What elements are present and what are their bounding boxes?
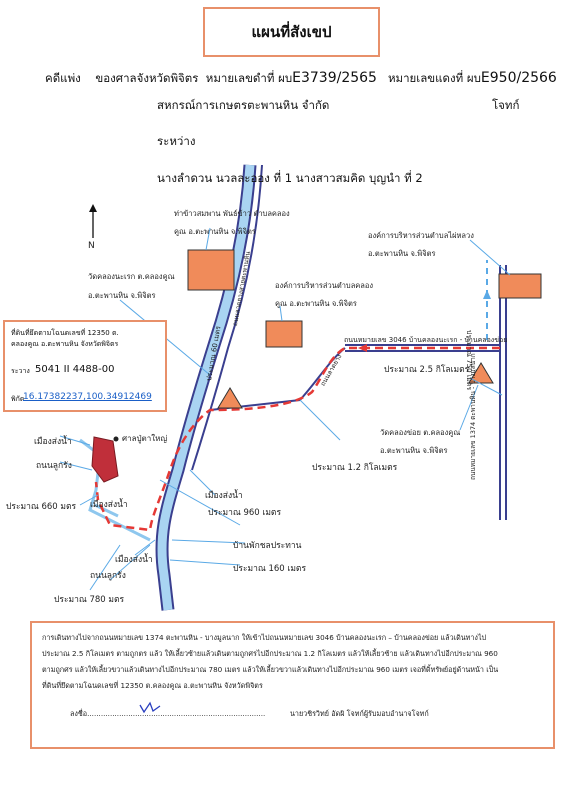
- sao-office-label-2: คูณ อ.ตะพานหิน จ.พิจิตร: [275, 299, 357, 308]
- signature: [139, 701, 161, 714]
- sao-right-label: องค์การบริหารส่วนตำบลไผ่หลวง: [368, 231, 474, 240]
- sao-right-building: [498, 273, 542, 299]
- canal-label-bottom-b: เมืองส่งน้ำ: [115, 555, 153, 565]
- distance-780m: ประมาณ 780 มตร: [54, 595, 125, 605]
- zone-label: ระวาง: [11, 367, 30, 375]
- temple-label: วัดคลองนะเรก ต.คลองคูณ: [88, 272, 175, 281]
- location-line: คลองคูณ อ.ตะพานหิน จังหวัดพิจิตร: [11, 340, 119, 348]
- temple-left-icon: [217, 387, 243, 409]
- sign-line: ลงชื่อ..................................…: [70, 709, 266, 718]
- village-label: บ้านพักชลประทาน: [233, 541, 302, 551]
- rice-mill-label: ท่าข้าวสมพาน พันธ์ข้าว ตำบลคลอง: [174, 209, 290, 218]
- court-name: ของศาลจังหวัดพิจิตร: [95, 71, 199, 85]
- canal-label-bottom-a: ถนนลูกรัง: [90, 571, 126, 581]
- map-title: แผนที่สังเขป: [203, 7, 380, 57]
- distance-2-5km: ประมาณ 2.5 กิโลเมตร: [384, 365, 470, 375]
- canal-label-mid: เมืองส่งน้ำ: [90, 500, 128, 510]
- road-3046-label: ถนนหมายเลข 3046 บ้านคลองนะเรก - บ้านคลอง…: [344, 336, 508, 344]
- red-no: E950/2566: [480, 70, 557, 86]
- defendants: นางลำดวน นวลละออง ที่ 1 นางสาวสมคิด บุญน…: [157, 171, 423, 185]
- route-arrow-left: [358, 344, 367, 352]
- deed-line: ที่ดินที่ยึดตามโฉนดเลขที่ 12350 ต.: [11, 329, 119, 337]
- red-no-label: หมายเลขแดงที่ ผบ: [387, 71, 481, 85]
- asphalt-road: [191, 164, 263, 471]
- plaintiff: สหกรณ์การเกษตรตะพานหิน จำกัด: [157, 98, 330, 112]
- directions-line-3: ตามถูกศร แล้วให้เลี้ยวขวาแล้วเดินทางไปอี…: [42, 665, 499, 674]
- sao-right-label-2: อ.ตะพานหิน จ.พิจิตร: [368, 249, 436, 258]
- sao-office-label: องค์การบริหารส่วนตำบลคลอง: [275, 281, 374, 290]
- temple-right-label-2: อ.ตะพานหิน จ.พิจิตร: [380, 446, 448, 455]
- sao-office-building: [265, 320, 303, 348]
- map-title-text: แผนที่สังเขป: [251, 23, 332, 41]
- land-info-box: ที่ดินที่ยึดตามโฉนดเลขที่ 12350 ต. คลองค…: [3, 320, 167, 412]
- distance-960m: ประมาณ 960 เมตร: [208, 508, 282, 518]
- temple-right-icon: [468, 362, 494, 384]
- black-no-label: หมายเลขดำที่ ผบ: [205, 71, 293, 85]
- canal-label-left-mid: ถนนลูกรัง: [36, 461, 72, 471]
- route-arrow-up: [483, 290, 491, 299]
- coord-link[interactable]: 16.17382237,100.34912469: [23, 392, 152, 402]
- signer-name: นายวชิรวิทย์ อัดผิ โจทก์ผู้รับมอบอำนาจโจ…: [290, 709, 429, 718]
- directions-box: การเดินทางไปจากถนนหมายเลข 1374 ตะพานหิน …: [30, 621, 555, 749]
- directions-line-4: ที่ดินที่ยึดตามโฉนดเลขที่ 12350 ต.คลองคู…: [42, 681, 263, 690]
- black-no: E3739/2565: [292, 70, 377, 86]
- temple-label-2: อ.ตะพานหิน จ.พิจิตร: [88, 291, 156, 300]
- plaintiff-role: โจทก์: [492, 98, 520, 112]
- distance-160m: ประมาณ 160 เมตร: [233, 564, 307, 574]
- directions-line-1: การเดินทางไปจากถนนหมายเลข 1374 ตะพานหิน …: [42, 633, 487, 642]
- north-label: N: [88, 241, 95, 251]
- canal-label-left-top: เมืองส่งน้ำ: [34, 437, 72, 447]
- distance-1-2km: ประมาณ 1.2 กิโลเมตร: [312, 463, 398, 473]
- rice-mill-label-2: คูณ อ.ตะพานหิน จ.พิจิตร: [174, 227, 256, 236]
- target-plot: [91, 436, 119, 483]
- coord-label: พิกัด: [11, 395, 25, 403]
- case-prefix: คดีแพ่ง: [45, 71, 81, 85]
- shrine-label: ศาลปู่ตาใหญ่: [122, 434, 168, 443]
- canal-label-center: เมืองส่งน้ำ: [205, 491, 243, 501]
- temple-right-label: วัดคลองข่อย ต.คลองคูณ: [380, 428, 461, 437]
- zone-value: 5041 II 4488-00: [35, 364, 115, 375]
- distance-750m: ประมาณ 750 เมตร: [465, 330, 473, 391]
- distance-660m: ประมาณ 660 มตร: [6, 502, 77, 512]
- rice-mill-building: [187, 249, 235, 291]
- directions-line-2: ประมาณ 2.5 กิโลเมตร ตามถูกตร แล้ว ให้เลี…: [42, 649, 498, 658]
- case-line: คดีแพ่ง ของศาลจังหวัดพิจิตร หมายเลขดำที่…: [45, 70, 557, 88]
- route-line: [94, 346, 500, 532]
- shrine-icon: [113, 436, 119, 442]
- between-label: ระหว่าง: [157, 134, 196, 148]
